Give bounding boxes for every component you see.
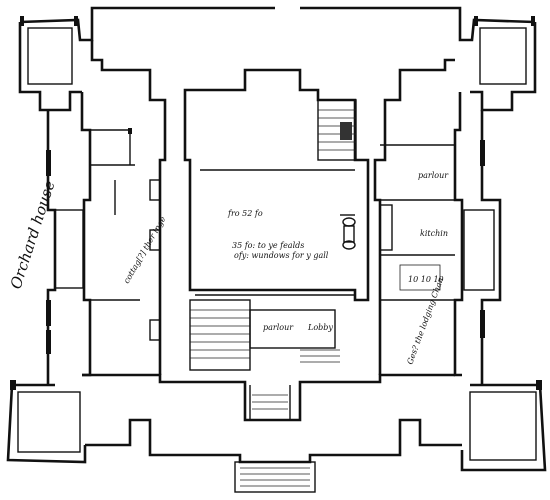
tower-bottom-right bbox=[460, 380, 547, 472]
label-stair-mark: 10 10 10 bbox=[408, 275, 444, 284]
west-wing-walls bbox=[46, 92, 92, 385]
tower-top-left bbox=[18, 6, 275, 112]
east-wing-walls bbox=[453, 92, 502, 385]
inner-east-range bbox=[373, 58, 455, 375]
entrance-steps bbox=[234, 461, 316, 493]
tower-top-right bbox=[300, 6, 537, 112]
label-hall-size: fro 52 fo bbox=[227, 209, 263, 218]
label-lobby: Lobby bbox=[307, 323, 333, 332]
central-hall bbox=[183, 68, 370, 302]
lower-stair bbox=[189, 299, 340, 371]
label-hall-note-2: ofy: wundows for y gall bbox=[234, 251, 329, 260]
south-range bbox=[82, 373, 462, 464]
label-parlour-south: parlour bbox=[263, 323, 294, 332]
label-kitchen: kitchin bbox=[420, 229, 448, 238]
inner-west-range bbox=[90, 40, 167, 375]
label-orchard-house: Orchard house bbox=[7, 178, 59, 291]
tower-bottom-left bbox=[6, 380, 87, 464]
label-hall-note-1: 35 fo: to ye fealds bbox=[232, 241, 304, 250]
upper-stair bbox=[317, 99, 357, 161]
label-parlour-east: parlour bbox=[418, 171, 449, 180]
